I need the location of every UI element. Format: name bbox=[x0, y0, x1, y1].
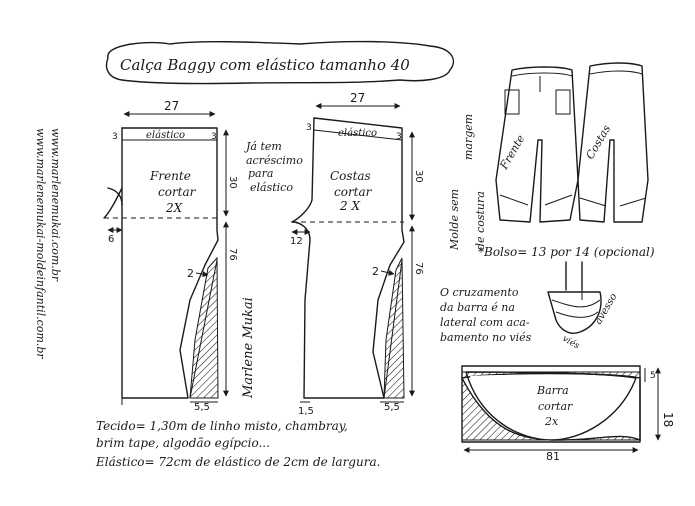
back-label-qty: 2 X bbox=[339, 199, 360, 213]
back-total-length: 76 bbox=[413, 262, 424, 275]
detail-inside-label: avesso bbox=[593, 292, 619, 327]
front-label-qty: 2X bbox=[165, 201, 183, 215]
title-cloud: Calça Baggy com elástico tamanho 40 bbox=[105, 40, 455, 85]
website-block: www.marlenemukai.com.br www.marlenemukai… bbox=[34, 128, 62, 359]
fabric-note-line-1: Tecido= 1,30m de linho misto, chambray, bbox=[96, 419, 348, 433]
back-label-name: Costas bbox=[330, 169, 371, 183]
front-waist-height-right: 3 bbox=[211, 132, 217, 142]
front-pattern-piece: 27 3 3 elástico Frente cortar 2X 6 30 76… bbox=[103, 99, 238, 413]
hem-height: 18 bbox=[661, 412, 675, 427]
page-title: Calça Baggy com elástico tamanho 40 bbox=[120, 56, 410, 74]
back-waist-height-left: 3 bbox=[306, 123, 312, 133]
seam-allowance-note: Molde sem margem de costura bbox=[448, 114, 487, 251]
back-side-offset: 2 bbox=[372, 265, 379, 278]
front-side-offset: 2 bbox=[187, 267, 194, 280]
elastic-note: Elástico= 72cm de elástico de 2cm de lar… bbox=[95, 455, 380, 469]
front-total-length: 76 bbox=[227, 248, 238, 261]
crossing-note: O cruzamento da barra é na lateral com a… bbox=[440, 286, 532, 344]
hem-label-qty: 2x bbox=[544, 415, 559, 428]
seam-note-line-2: margem bbox=[462, 114, 475, 160]
seam-note-line-3: de costura bbox=[474, 191, 487, 250]
front-waistband-label: elástico bbox=[146, 130, 185, 141]
front-rise-ease: 6 bbox=[108, 234, 114, 245]
material-notes: Tecido= 1,30m de linho misto, chambray, … bbox=[95, 419, 380, 469]
front-note-line-4: elástico bbox=[250, 181, 293, 194]
front-hip-depth: 30 bbox=[227, 176, 238, 189]
front-pants-illustration: Frente bbox=[495, 66, 579, 223]
hem-label-cut: cortar bbox=[538, 400, 573, 413]
signature-text: Marlene Mukai bbox=[241, 297, 256, 399]
hem-crossing-detail: avesso viés bbox=[547, 261, 620, 352]
front-width: 27 bbox=[164, 99, 179, 113]
front-note-line-1: Já tem bbox=[244, 140, 282, 153]
fabric-note-line-2: brim tape, algodão egípcio... bbox=[96, 436, 270, 450]
back-hip-depth: 30 bbox=[413, 170, 424, 183]
crossing-line-2: da barra é na bbox=[440, 301, 515, 314]
back-pattern-piece: 27 3 3 elástico Costas cortar 2 X 12 30 … bbox=[290, 91, 424, 417]
website-url-1: www.marlenemukai.com.br bbox=[49, 128, 62, 282]
pocket-note: *Bolso= 13 por 14 (opcional) bbox=[478, 245, 655, 259]
back-waist-height-right: 3 bbox=[396, 132, 402, 142]
front-label-name: Frente bbox=[149, 169, 191, 183]
crossing-line-3: lateral com aca- bbox=[440, 316, 530, 329]
back-waistband-label: elástico bbox=[338, 128, 377, 139]
website-url-2: www.marlenemukai-moldeinfantil.com.br bbox=[34, 128, 47, 359]
back-pants-illustration: Costas bbox=[577, 62, 649, 223]
back-width: 27 bbox=[350, 91, 365, 105]
front-note: Já tem acréscimo para elástico bbox=[244, 140, 303, 194]
front-waist-height-left: 3 bbox=[112, 132, 118, 142]
back-hem-extension: 5,5 bbox=[384, 402, 400, 413]
back-left-hem: 1,5 bbox=[298, 406, 314, 417]
seam-note-line-1: Molde sem bbox=[448, 189, 461, 251]
hem-label-name: Barra bbox=[536, 384, 569, 397]
back-label-cut: cortar bbox=[334, 185, 373, 199]
front-hem-extension: 5,5 bbox=[194, 402, 210, 413]
front-note-line-3: para bbox=[248, 167, 273, 180]
crossing-line-4: bamento no viés bbox=[440, 331, 532, 344]
detail-bias-label: viés bbox=[561, 333, 582, 352]
front-note-line-2: acréscimo bbox=[246, 154, 303, 167]
front-label-cut: cortar bbox=[158, 185, 197, 199]
hem-side-height: 5 bbox=[650, 371, 656, 381]
crossing-line-1: O cruzamento bbox=[440, 286, 519, 299]
hem-band-piece: Barra cortar 2x 5 18 81 bbox=[460, 365, 675, 463]
back-rise-ease: 12 bbox=[290, 236, 303, 247]
signature: Marlene Mukai bbox=[241, 297, 256, 399]
hem-width: 81 bbox=[546, 450, 560, 463]
